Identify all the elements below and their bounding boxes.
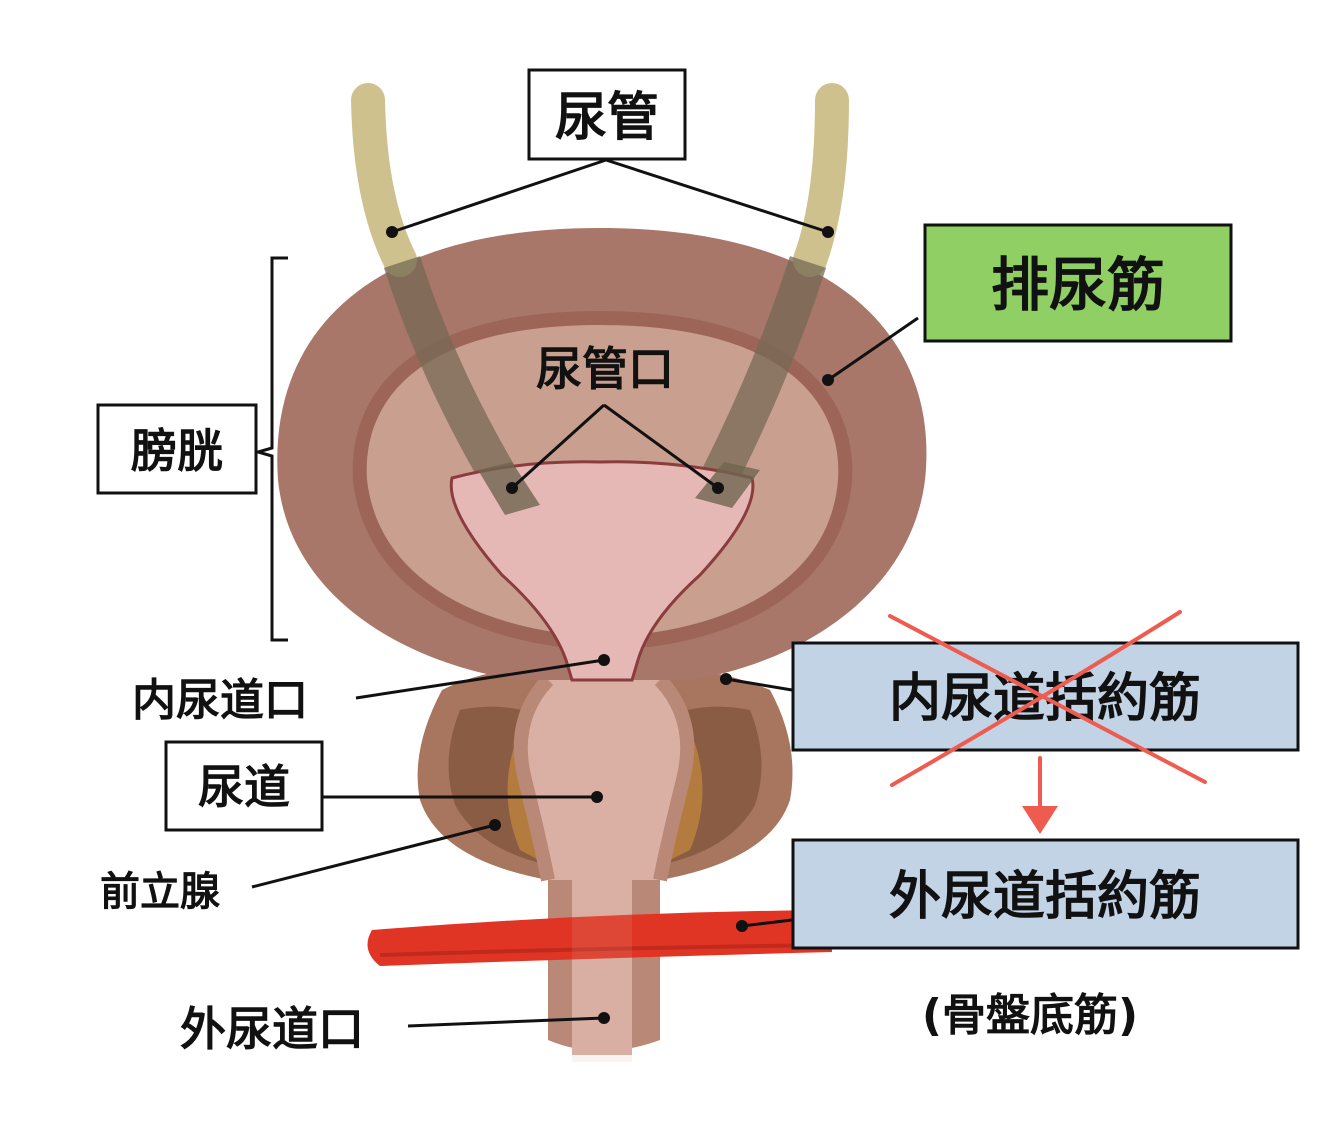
label-bladder: 膀胱 [131, 424, 223, 478]
ureter-left-inside [383, 256, 527, 505]
arrow-head [1022, 806, 1058, 834]
dot-orifice-left [506, 482, 518, 494]
cross-stroke-2 [890, 610, 1182, 787]
external-sphincter-band-shade [379, 943, 831, 957]
label-ureter: 尿管 [555, 88, 659, 148]
label-external-sphincter: 外尿道括約筋 [889, 867, 1201, 927]
ureter-left-upper [351, 83, 417, 277]
box-ureter [527, 68, 687, 161]
ureter-right-upper [793, 83, 849, 277]
leader-internal-orifice [355, 658, 605, 700]
label-internal-orifice: 内尿道口 [132, 675, 308, 726]
label-boxes [96, 68, 1300, 950]
dot-detrusor [822, 374, 834, 386]
box-external-sphincter [791, 838, 1300, 950]
anatomy-illustration [277, 83, 927, 1062]
label-urethra: 尿道 [198, 760, 290, 814]
dot-internal-orifice [598, 654, 610, 666]
ureter-right-end [695, 462, 760, 508]
dot-orifice-right [712, 482, 724, 494]
leader-detrusor [827, 316, 919, 382]
leader-orifice-left [510, 403, 606, 490]
cross-stroke-1 [888, 614, 1207, 784]
dot-prostate [489, 819, 501, 831]
leader-orifice-right [603, 403, 719, 490]
leader-ureter-left [391, 158, 607, 234]
leader-dots [386, 226, 834, 1024]
box-bladder [96, 403, 258, 495]
leader-ureter-right [605, 158, 829, 234]
label-pelvic-floor: (骨盤底筋) [922, 990, 1138, 1041]
bladder-lumen [449, 460, 755, 682]
red-annotation [888, 610, 1207, 817]
leader-prostate [251, 823, 496, 889]
leader-lines [251, 158, 919, 1028]
label-prostate: 前立腺 [100, 869, 221, 915]
dot-external-sphincter [736, 920, 748, 932]
label-external-orifice: 外尿道口 [180, 1002, 364, 1056]
leader-external-sphincter [741, 918, 793, 928]
dot-internal-sphincter [720, 673, 732, 685]
dot-external-orifice [598, 1012, 610, 1024]
leader-internal-sphincter [725, 677, 793, 692]
label-ureteral-orifice: 尿管口 [536, 342, 674, 396]
urethra-lumen-over-band [572, 912, 632, 1062]
dot-ureter-left [386, 226, 398, 238]
leader-external-orifice [407, 1016, 605, 1028]
bladder-bracket [252, 256, 288, 642]
dot-urethra [591, 791, 603, 803]
dot-ureter-right [822, 226, 834, 238]
label-detrusor: 排尿筋 [991, 251, 1165, 319]
box-detrusor [923, 223, 1233, 343]
box-urethra [164, 740, 324, 832]
prostatic-urethra [520, 680, 688, 880]
prostatic-urethra-wall [513, 675, 695, 882]
label-texts: 尿管 尿管口 排尿筋 膀胱 内尿道口 内尿道括約筋 尿道 前立腺 外尿道括約筋 … [100, 88, 1201, 1056]
